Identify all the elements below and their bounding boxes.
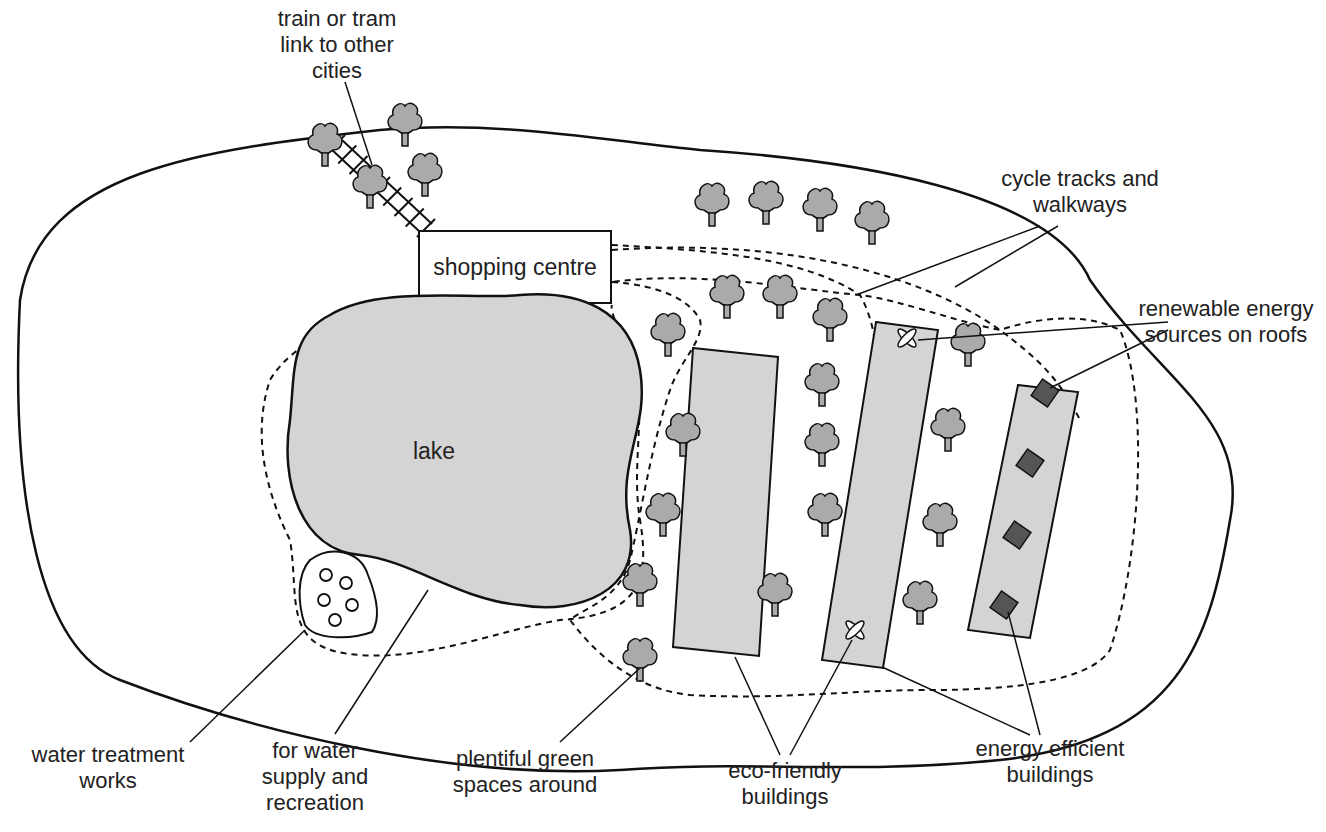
node-label: lake — [403, 434, 465, 469]
water-treatment-works — [300, 552, 377, 638]
callout-label: water treatment works — [8, 742, 208, 794]
node-label: shopping centre — [423, 250, 607, 285]
walkways — [262, 245, 1138, 696]
callout-label: for water supply and recreation — [245, 738, 385, 816]
city-boundary — [18, 127, 1233, 771]
callout-label: eco-friendly buildings — [700, 758, 870, 810]
callout-label: renewable energy sources on roofs — [1132, 296, 1320, 348]
lake-outline — [288, 290, 640, 612]
solar-panels — [990, 379, 1059, 619]
callout-label: train or tram link to other cities — [262, 6, 412, 84]
callout-label: energy efficient buildings — [975, 736, 1125, 788]
shopping-centre-box: shopping centre — [418, 230, 612, 304]
lake-shape: lake — [288, 290, 640, 612]
callout-label: plentiful green spaces around — [430, 746, 620, 798]
tram-link — [327, 135, 435, 237]
buildings — [673, 322, 1078, 668]
callout-label: cycle tracks and walkways — [990, 166, 1170, 218]
